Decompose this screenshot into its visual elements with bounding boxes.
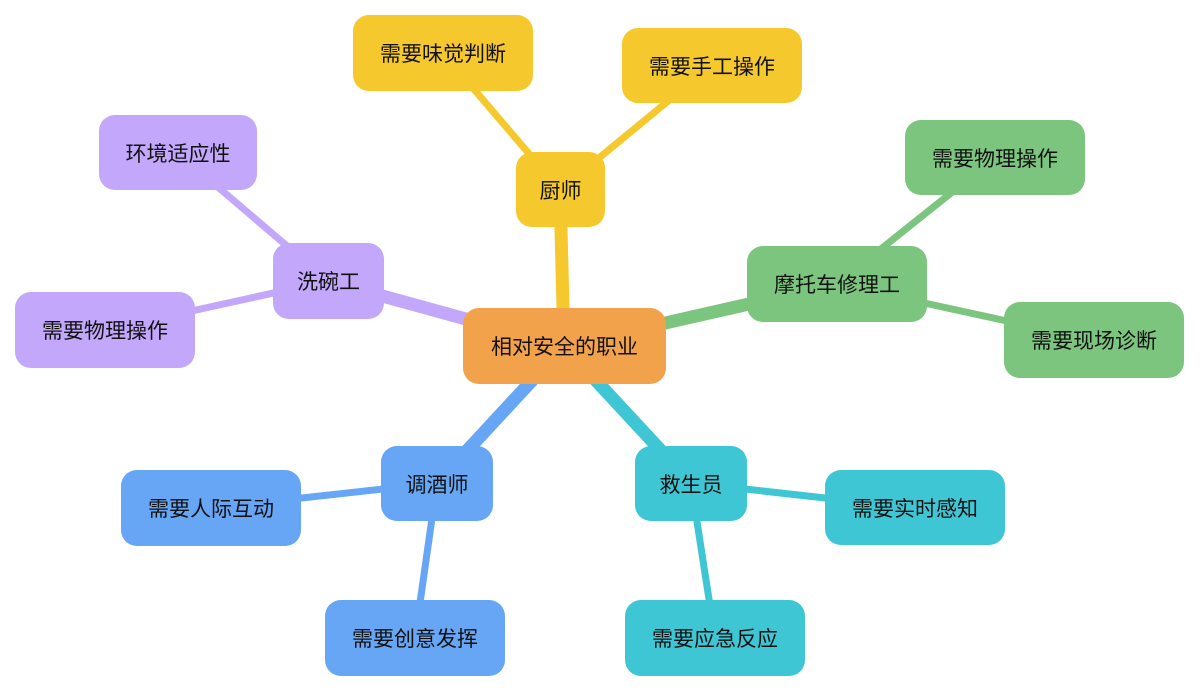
leaf-node-label: 需要应急反应: [652, 627, 778, 651]
leaf-node-label: 需要味觉判断: [380, 42, 506, 66]
leaf-node-label: 需要物理操作: [932, 146, 1058, 171]
branch-node-motorcycle-mechanic: 摩托车修理工: [747, 246, 927, 322]
leaf-node: 需要现场诊断: [1004, 302, 1184, 378]
leaf-node: 需要手工操作: [622, 28, 802, 103]
leaf-node-label: 需要人际互动: [148, 497, 274, 521]
leaf-node: 需要应急反应: [625, 600, 805, 676]
branch-node-dishwasher: 洗碗工: [273, 243, 384, 319]
branch-node-label: 摩托车修理工: [774, 273, 900, 297]
leaf-node: 需要实时感知: [825, 470, 1005, 545]
branch-node-chef: 厨师: [516, 152, 605, 227]
leaf-node-label: 需要物理操作: [42, 319, 168, 343]
leaf-node: 需要味觉判断: [353, 15, 533, 91]
leaf-node-label: 需要创意发挥: [352, 627, 478, 651]
leaf-node: 需要创意发挥: [325, 600, 505, 676]
branch-node-bartender: 调酒师: [381, 446, 493, 521]
leaf-node: 环境适应性: [99, 115, 257, 190]
leaf-node: 需要人际互动: [121, 470, 301, 546]
branch-node-label: 调酒师: [405, 472, 469, 497]
leaf-node-label: 需要手工操作: [649, 54, 775, 79]
leaf-node: 需要物理操作: [15, 292, 195, 368]
leaf-node-label: 需要现场诊断: [1031, 329, 1157, 353]
branch-node-lifeguard: 救生员: [635, 446, 747, 521]
branch-node-label: 救生员: [659, 472, 723, 497]
branch-node-label: 厨师: [539, 178, 582, 203]
leaf-node-label: 环境适应性: [125, 141, 231, 166]
leaf-node: 需要物理操作: [905, 120, 1085, 195]
root-node-label: 相对安全的职业: [491, 335, 638, 359]
leaf-node-label: 需要实时感知: [852, 496, 978, 521]
branch-node-label: 洗碗工: [297, 270, 360, 294]
root-node: 相对安全的职业: [463, 308, 666, 384]
